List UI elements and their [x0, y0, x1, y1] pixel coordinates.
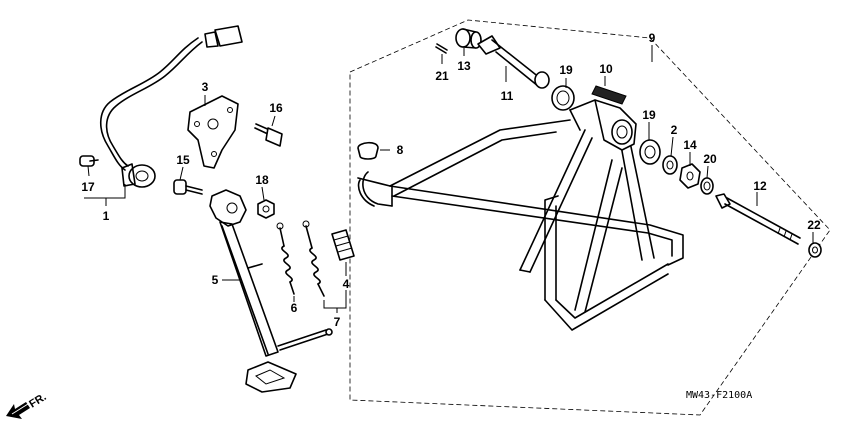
nut-18-part — [257, 199, 275, 219]
pivot-pipe-11-part — [477, 35, 550, 89]
callout-19-right: 19 — [642, 108, 656, 122]
label-10-part — [591, 85, 627, 105]
main-stand-group-outline — [349, 19, 831, 416]
collar-13-part — [455, 28, 482, 49]
leader-lines — [84, 45, 814, 313]
side-stand-part — [209, 189, 333, 393]
bolt-17-part — [79, 155, 99, 167]
washer-20-part — [700, 177, 714, 195]
callout-20: 20 — [703, 152, 717, 166]
spring-6-part — [276, 222, 295, 295]
callout-12: 12 — [753, 179, 767, 193]
bearing-19-left-part — [551, 85, 575, 111]
callout-7: 7 — [334, 315, 341, 329]
callout-19-left: 19 — [559, 63, 573, 77]
callout-22: 22 — [807, 218, 821, 232]
bracket-3-part — [187, 95, 239, 169]
callout-5: 5 — [212, 273, 219, 287]
callout-18: 18 — [255, 173, 269, 187]
callout-17: 17 — [81, 180, 95, 194]
callout-1: 1 — [103, 209, 110, 223]
callout-21: 21 — [435, 69, 449, 83]
side-stand-switch-part — [99, 25, 243, 188]
callout-11: 11 — [501, 89, 514, 103]
rubber-4-part — [331, 229, 355, 261]
callout-15: 15 — [176, 153, 190, 167]
callout-8: 8 — [397, 143, 404, 157]
pin-21-part — [435, 43, 448, 54]
callout-16: 16 — [269, 101, 283, 115]
main-stand-part — [357, 99, 684, 331]
front-direction-arrow-icon — [6, 402, 30, 419]
callout-3: 3 — [202, 80, 209, 94]
spring-7-part — [302, 220, 325, 297]
bolt-16-part — [254, 123, 283, 147]
bearing-19-right-part — [639, 139, 661, 165]
nut-14-part — [679, 163, 701, 189]
callout-14: 14 — [683, 138, 697, 152]
front-direction-label: FR. — [27, 391, 48, 411]
nut-22-part — [808, 242, 822, 258]
callout-4: 4 — [343, 277, 350, 291]
bolt-15-part — [173, 179, 203, 195]
callout-6: 6 — [291, 301, 298, 315]
callout-2: 2 — [671, 123, 678, 137]
callout-10: 10 — [599, 62, 613, 76]
washer-2-part — [662, 155, 678, 175]
diagram-code: MW43-F2100A — [686, 390, 752, 401]
pivot-bolt-12-part — [715, 193, 801, 245]
callout-13: 13 — [457, 59, 471, 73]
callout-9: 9 — [649, 31, 656, 45]
cap-8-part — [357, 141, 379, 160]
